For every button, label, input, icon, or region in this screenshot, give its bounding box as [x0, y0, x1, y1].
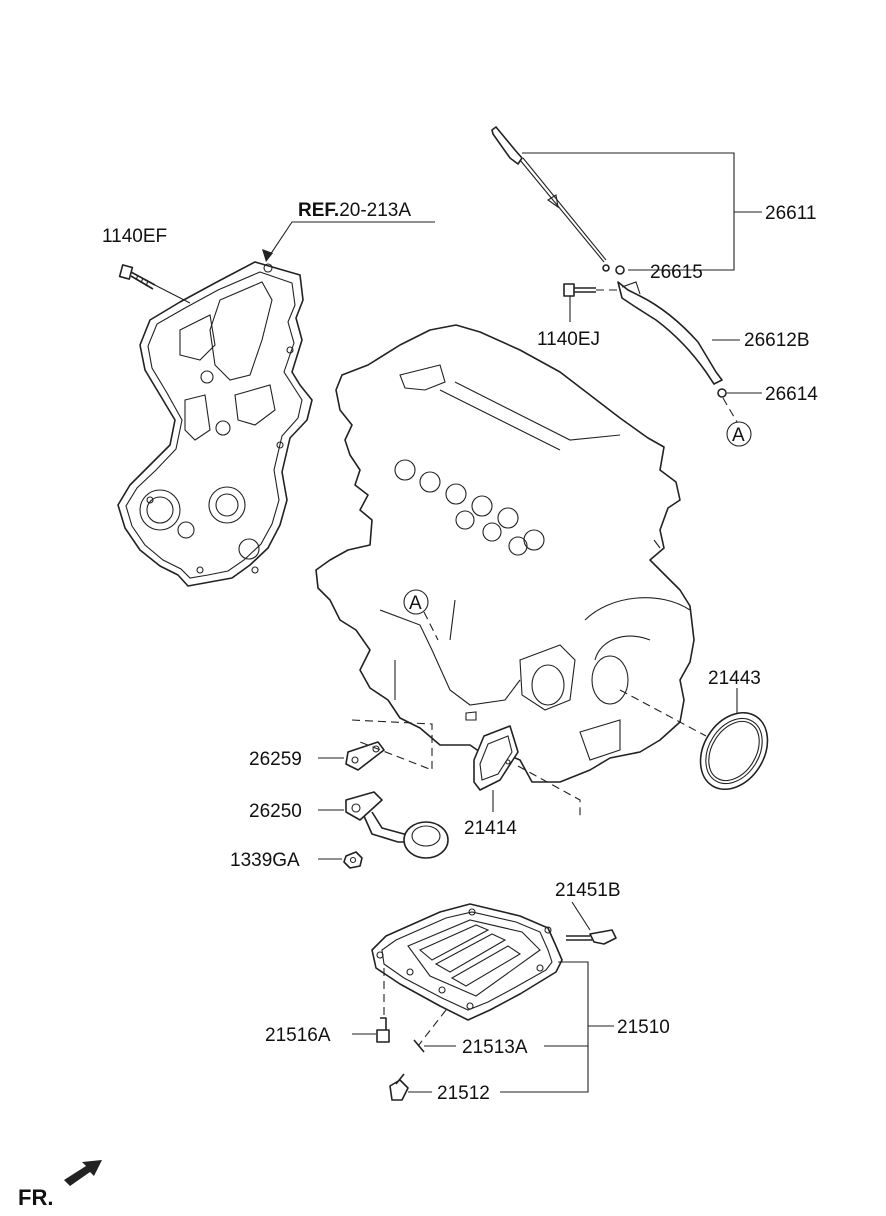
seal-dashed-line: [619, 689, 707, 737]
label-21512[interactable]: 21512: [437, 1083, 490, 1104]
label-26250[interactable]: 26250: [249, 801, 302, 822]
o-ring-26615b-part[interactable]: [615, 265, 625, 275]
dipstick-part[interactable]: [491, 126, 607, 263]
label-1140ej[interactable]: 1140EJ: [537, 329, 600, 350]
label-21513a[interactable]: 21513A: [462, 1037, 528, 1058]
label-26259[interactable]: 26259: [249, 749, 302, 770]
baffle-dashed-line: [517, 765, 581, 818]
bolt-21516a-part[interactable]: [376, 1017, 390, 1043]
bracket-26611: [522, 152, 735, 271]
leader-21451b: [571, 901, 591, 931]
label-21510[interactable]: 21510: [617, 1017, 670, 1038]
oil-pan-part[interactable]: [371, 903, 563, 1021]
label-1140ef[interactable]: 1140EF: [102, 226, 167, 247]
o-ring-26615-part[interactable]: [602, 264, 610, 272]
o-ring-26614-part[interactable]: [717, 388, 727, 398]
marker-a-engine-dashed-line: [423, 611, 439, 641]
timing-cover-part[interactable]: [117, 261, 313, 587]
engine-block-outline: [315, 324, 695, 783]
label-21414[interactable]: 21414: [464, 818, 517, 839]
nut-1339ga-part[interactable]: [343, 851, 363, 869]
washer-21513a-part[interactable]: [413, 1039, 425, 1053]
leader-1140ef: [144, 279, 191, 304]
reference-arrowhead-icon: [262, 249, 273, 262]
oil-strainer-part[interactable]: [345, 791, 449, 859]
bolt-1140ej-part[interactable]: [563, 283, 596, 297]
oil-baffle-part[interactable]: [473, 725, 519, 791]
label-21451b[interactable]: 21451B: [555, 880, 621, 901]
marker-a-top-dashed-line: [722, 397, 738, 423]
reference-prefix: REF.: [298, 200, 339, 221]
front-label: FR.: [18, 1185, 53, 1210]
label-26612b[interactable]: 26612B: [744, 330, 810, 351]
drain-plug-21512-part[interactable]: [389, 1073, 409, 1101]
marker-a-top[interactable]: A: [732, 425, 745, 446]
reference-code: 20-213A: [339, 200, 411, 221]
marker-a-engine[interactable]: A: [409, 593, 422, 614]
reference-label[interactable]: REF.20-213A: [298, 200, 411, 221]
leader-ref: [267, 221, 435, 259]
oil-level-sensor-part[interactable]: [566, 929, 617, 945]
label-26614[interactable]: 26614: [765, 384, 818, 405]
label-26611[interactable]: 26611: [765, 203, 816, 224]
label-1339ga[interactable]: 1339GA: [230, 850, 300, 871]
rear-oil-seal-part[interactable]: [687, 700, 781, 801]
label-26615[interactable]: 26615: [650, 262, 703, 283]
marker-a-engine-circle: [403, 589, 429, 615]
marker-a-top-circle: [726, 421, 752, 447]
washer-21513a-dashed-line: [417, 1009, 447, 1047]
label-21443[interactable]: 21443: [708, 668, 761, 689]
gasket-26259-part[interactable]: [345, 741, 385, 771]
bolt-1140ef-part[interactable]: [118, 264, 156, 290]
gasket-dashed-line: [351, 719, 433, 771]
front-direction-arrow-icon: [64, 1160, 102, 1186]
label-21516a[interactable]: 21516A: [265, 1025, 331, 1046]
dipstick-guide-tube-part[interactable]: [617, 281, 723, 385]
bracket-21510: [500, 961, 589, 1093]
